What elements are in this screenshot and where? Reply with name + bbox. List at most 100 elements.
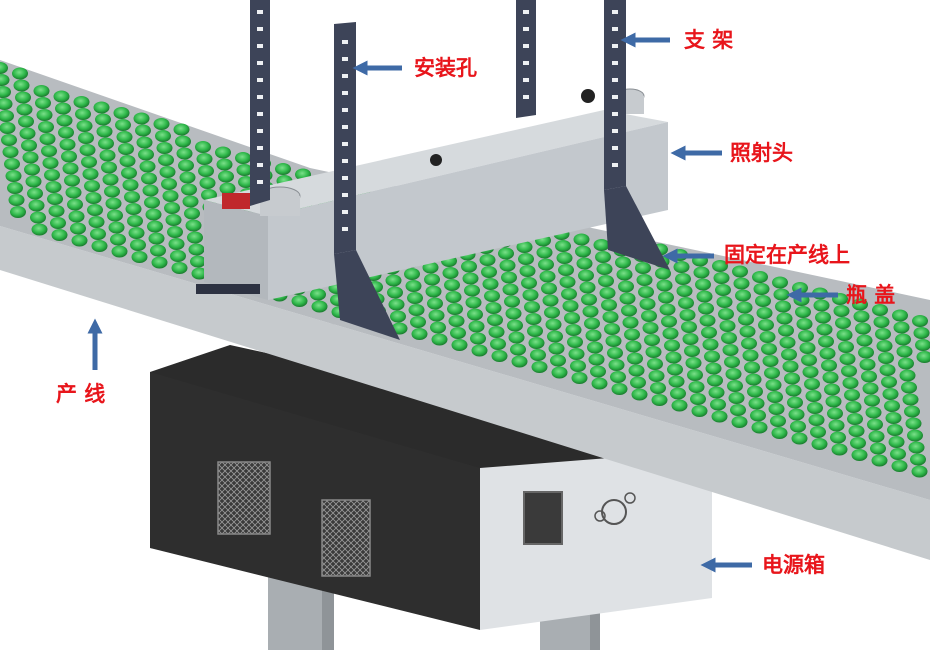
bottle-cap <box>804 378 820 390</box>
bottle-cap <box>850 437 866 449</box>
bottle-cap <box>711 410 728 423</box>
bottle-cap <box>631 388 648 401</box>
bottle-cap <box>18 115 34 128</box>
bottle-cap <box>735 289 751 302</box>
bottle-cap <box>798 330 814 342</box>
mounting-hole <box>612 78 618 82</box>
bottle-cap <box>761 343 777 355</box>
bottle-cap <box>762 355 779 367</box>
bottle-cap <box>42 157 59 169</box>
mounting-hole <box>523 78 529 82</box>
bottle-cap <box>771 427 788 439</box>
bottle-cap <box>104 185 120 198</box>
bottle-cap <box>108 221 125 234</box>
bottle-cap <box>741 337 757 350</box>
bottle-cap <box>518 253 534 265</box>
mounting-hole <box>342 91 348 95</box>
irradiation-head <box>196 88 668 300</box>
bottle-cap <box>647 358 663 370</box>
bottle-cap <box>621 304 637 317</box>
bottle-cap <box>198 165 214 177</box>
bottle-cap <box>45 181 62 193</box>
bottle-cap <box>162 190 179 202</box>
bottle-cap <box>442 267 459 279</box>
bottle-cap <box>51 229 68 241</box>
bottle-cap <box>916 351 930 363</box>
bottle-cap <box>676 285 693 297</box>
bottle-cap <box>656 279 673 292</box>
bottle-cap <box>750 409 766 422</box>
bottle-cap <box>616 268 633 281</box>
bottle-cap <box>36 109 53 121</box>
mounting-holes <box>257 10 618 231</box>
bottle-cap <box>624 328 640 341</box>
bottle-cap <box>635 262 651 274</box>
bottle-cap <box>701 326 717 339</box>
bottle-cap <box>745 373 762 386</box>
bottle-cap <box>658 291 674 304</box>
label-mounting-hole: 安装孔 <box>414 56 477 80</box>
bottle-cap <box>876 340 893 352</box>
bottle-cap <box>716 296 733 308</box>
bottle-cap <box>425 285 442 298</box>
bottle-cap <box>44 169 60 181</box>
bottle-cap <box>811 438 828 450</box>
bottle-cap <box>176 147 193 160</box>
bottle-cap <box>593 239 610 251</box>
bottle-cap <box>618 280 634 293</box>
bottle-cap <box>451 339 468 351</box>
mounting-hole <box>612 112 618 116</box>
bottle-cap <box>881 376 897 388</box>
bottle-cap <box>665 351 682 364</box>
bottle-cap <box>410 316 426 328</box>
bottle-cap <box>587 341 603 354</box>
bottle-cap <box>558 264 574 276</box>
bottle-cap <box>219 182 236 195</box>
bottle-cap <box>602 311 619 323</box>
bottle-cap <box>0 122 16 134</box>
bottle-cap <box>625 340 642 353</box>
bottle-cap <box>738 313 754 326</box>
bottle-cap <box>156 142 173 154</box>
mounting-hole <box>342 176 348 180</box>
bottle-cap <box>68 210 85 223</box>
bottle-cap <box>747 385 763 398</box>
bottle-cap <box>779 336 796 349</box>
bottle-cap <box>685 357 702 369</box>
bottle-cap <box>636 274 653 286</box>
bottle-cap <box>50 217 66 229</box>
bottle-cap <box>844 389 860 401</box>
bottle-cap <box>171 262 188 274</box>
bottle-cap <box>910 453 926 466</box>
bottle-cap <box>739 325 756 338</box>
bottle-cap <box>791 432 808 445</box>
bottle-cap <box>161 178 177 190</box>
bottle-cap <box>870 442 886 455</box>
bottle-cap <box>153 118 170 130</box>
bottle-cap <box>21 139 37 152</box>
bottle-cap <box>795 306 811 318</box>
bottle-cap <box>482 278 499 290</box>
bottle-cap <box>556 252 573 264</box>
bottle-cap <box>464 284 480 297</box>
bottle-cap <box>605 335 622 347</box>
bottle-cap <box>584 317 600 330</box>
bottle-cap <box>872 304 888 316</box>
bottle-cap <box>39 133 56 145</box>
bottle-cap <box>852 298 868 311</box>
bottle-cap <box>462 272 479 285</box>
mounting-hole <box>612 44 618 48</box>
bottle-cap <box>736 301 753 314</box>
bottle-cap <box>756 307 773 319</box>
bottle-cap <box>913 327 930 339</box>
bottle-cap <box>525 313 542 325</box>
bottle-cap <box>758 319 774 331</box>
bottle-cap <box>130 239 146 251</box>
bottle-cap <box>585 329 602 342</box>
bottle-cap <box>645 346 662 358</box>
bottle-cap <box>815 311 831 324</box>
mounting-hole <box>257 10 263 14</box>
bottle-cap <box>671 399 688 412</box>
bottle-cap <box>901 381 917 394</box>
